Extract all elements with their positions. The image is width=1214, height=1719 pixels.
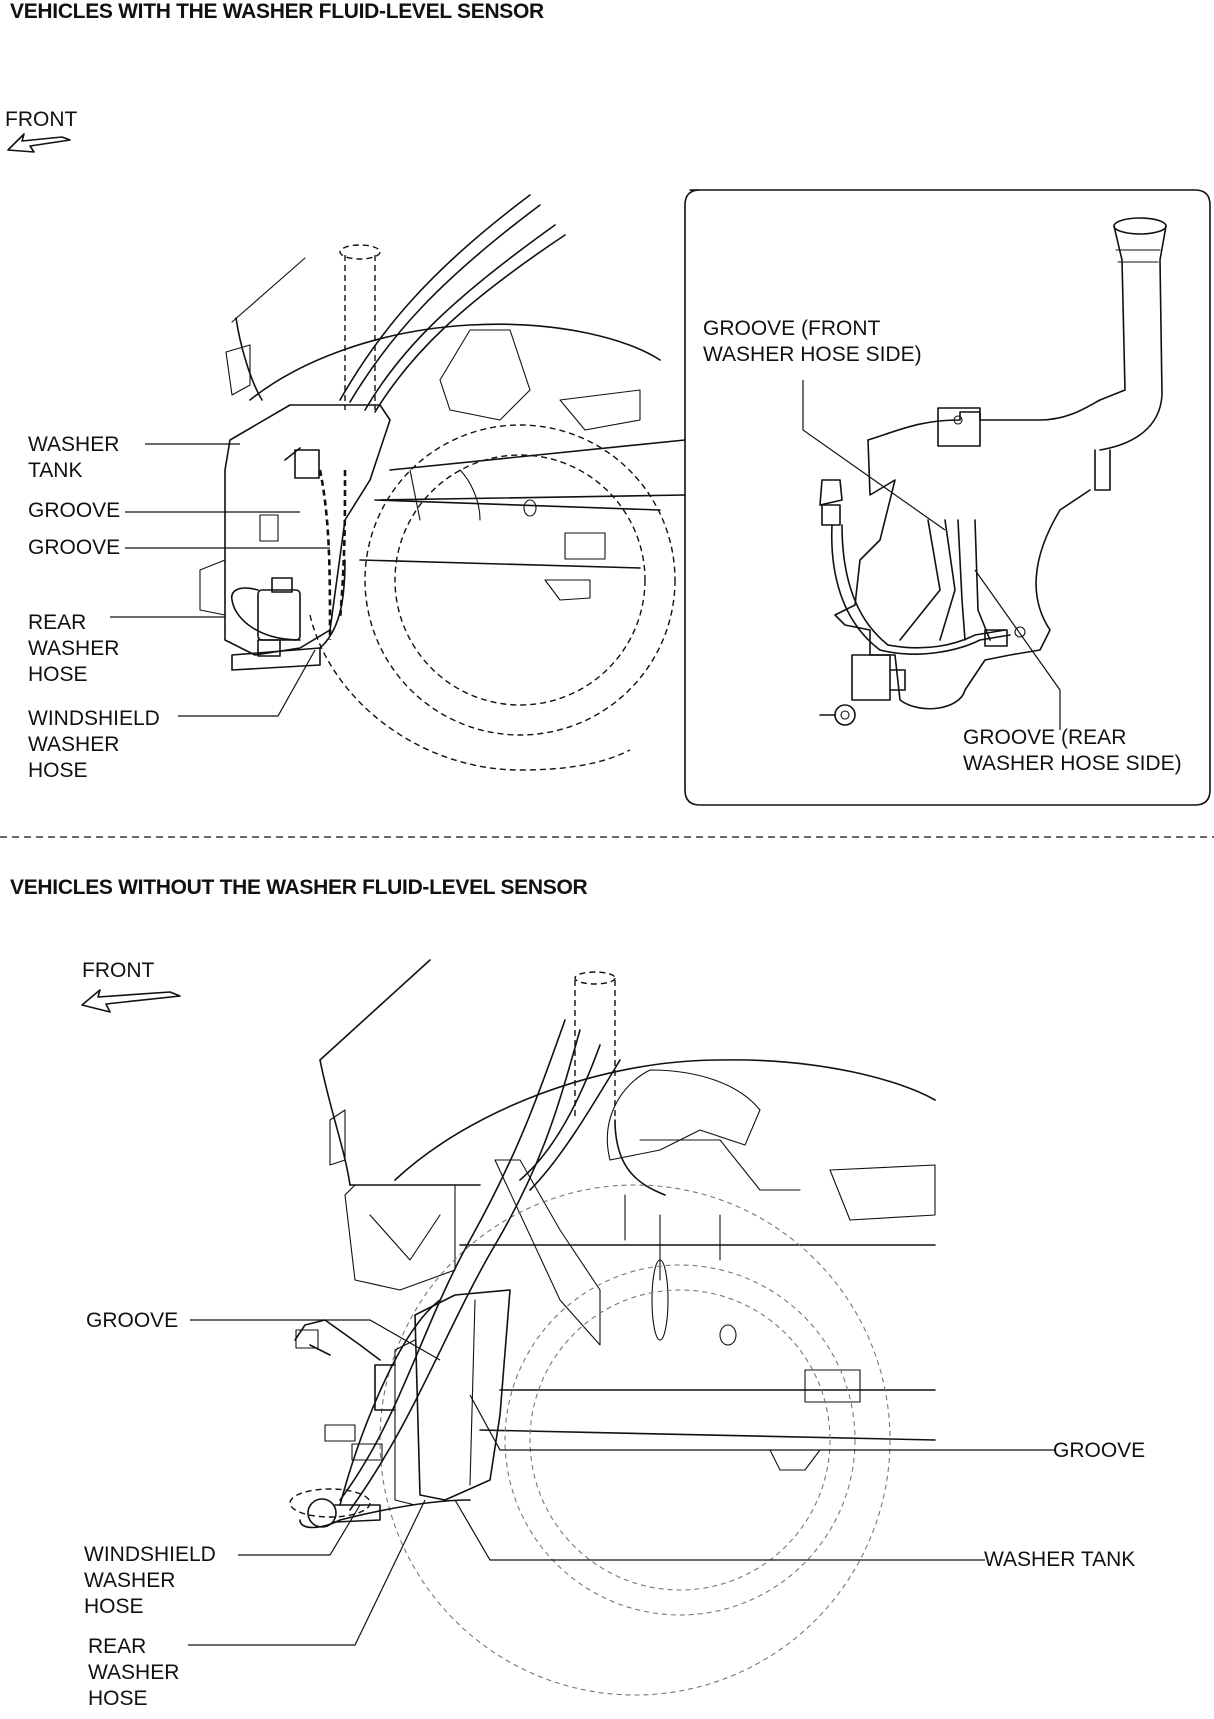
leader-lines-top [110,380,1061,730]
engine-bay-drawing-bottom [289,959,936,1696]
washer-tank-detail-drawing [819,217,1167,726]
leader-lines-bottom [188,1319,1055,1646]
detail-callout-pointer-lower [379,494,686,501]
groove-label-1: GROOVE [28,499,121,522]
groove-right-label: GROOVE [1053,1439,1146,1462]
engine-bay-drawing-top [199,194,676,771]
rear-washer-hose-label: REAR WASHER HOSE [88,1635,180,1710]
front-arrow-icon [7,133,71,153]
washer-tank-label: WASHER TANK [984,1548,1136,1571]
front-arrow-icon [81,989,181,1013]
rear-washer-hose-label: REAR WASHER HOSE [28,611,120,686]
groove-left-label: GROOVE [86,1309,179,1332]
section-title-without-sensor: VEHICLES WITHOUT THE WASHER FLUID-LEVEL … [10,876,588,899]
groove-rear-washer-hose-side-label: GROOVE (REAR WASHER HOSE SIDE) [963,726,1182,775]
front-direction-label: FRONT [5,108,78,131]
detail-callout-frame [684,189,1211,806]
windshield-washer-hose-label: WINDSHIELD WASHER HOSE [84,1543,216,1618]
detail-callout-pointer-upper [389,439,686,471]
windshield-washer-hose-label: WINDSHIELD WASHER HOSE [28,707,160,782]
groove-label-2: GROOVE [28,536,121,559]
front-direction-label: FRONT [82,959,155,982]
section-title-with-sensor: VEHICLES WITH THE WASHER FLUID-LEVEL SEN… [10,0,544,23]
groove-front-washer-hose-side-label: GROOVE (FRONT WASHER HOSE SIDE) [703,317,922,366]
washer-tank-label: WASHER TANK [28,433,120,482]
